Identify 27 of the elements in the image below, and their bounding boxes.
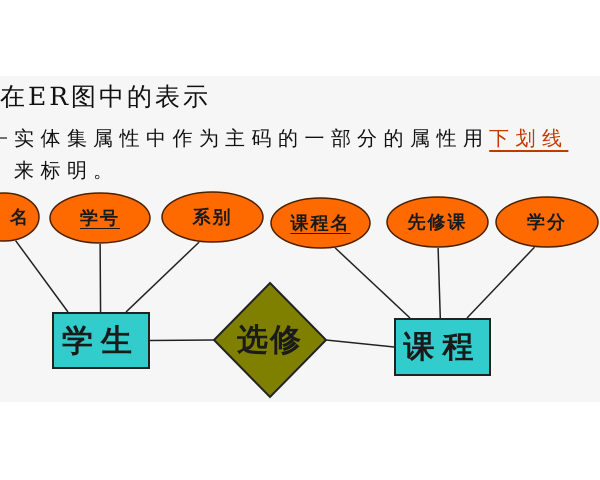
connector-line — [125, 242, 200, 313]
attribute-ellipse — [386, 196, 489, 248]
connector-line — [334, 247, 411, 319]
node-label: 学生 — [62, 322, 140, 360]
connector-line — [15, 240, 69, 312]
connector-line — [466, 246, 535, 319]
entity-rectangle — [394, 318, 491, 376]
node-label: 选修 — [237, 321, 303, 360]
node-label: 学分 — [527, 211, 567, 234]
relationship-diamond — [213, 282, 327, 398]
attribute-ellipse — [495, 196, 599, 248]
attribute-ellipse — [270, 197, 371, 249]
bullet-text: 实体集属性中作为主码的一部分的属性用下划线来标明。 — [14, 125, 570, 184]
entity-rectangle — [52, 312, 150, 369]
attribute-ellipse — [49, 192, 151, 244]
slide-title: 在ER图中的表示 — [0, 81, 212, 113]
node-label: 课程名 — [290, 212, 350, 235]
node-label: 名 — [10, 206, 30, 229]
node-label: 学号 — [80, 207, 120, 230]
node-label: 系别 — [192, 206, 232, 229]
connector-line — [150, 339, 214, 342]
connector-line — [326, 339, 394, 348]
attribute-ellipse — [161, 191, 264, 243]
node-label: 课程 — [404, 328, 482, 367]
node-label: 先修课 — [408, 211, 468, 234]
connector-line — [99, 244, 102, 312]
connector-line — [437, 248, 442, 318]
